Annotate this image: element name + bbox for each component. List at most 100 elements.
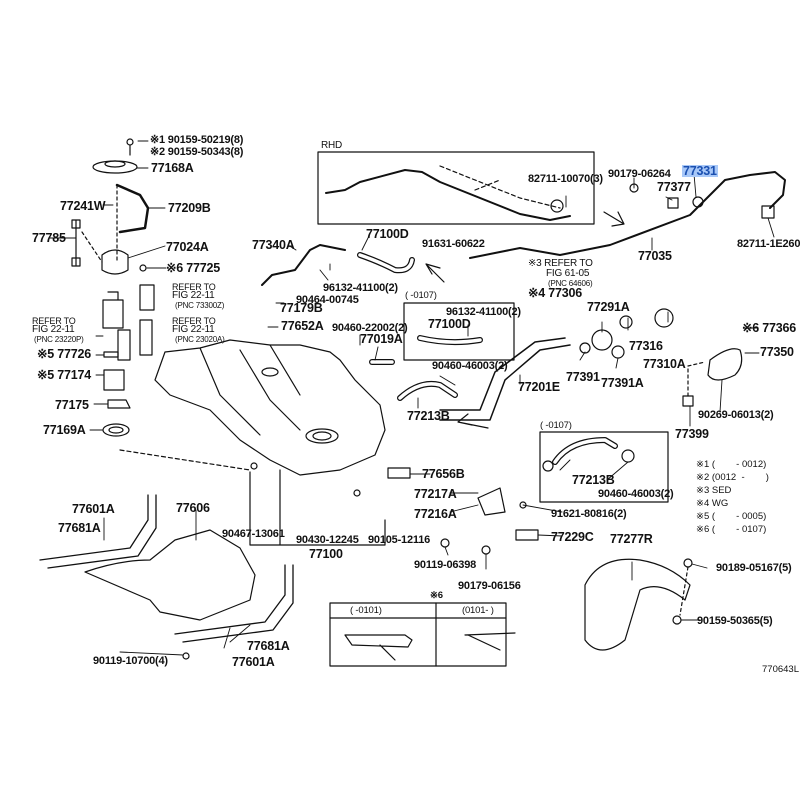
part-label-77229c[interactable]: 77229C xyxy=(551,530,594,544)
leader-77100 xyxy=(249,469,386,546)
part-label-bolt-2[interactable]: ※2 90159-50343(8) xyxy=(150,146,244,158)
part-label-77277r[interactable]: 77277R xyxy=(610,532,653,546)
part-label-77399[interactable]: 77399 xyxy=(675,427,709,441)
part-label-77201e[interactable]: 77201E xyxy=(518,380,560,394)
part-label-77310a[interactable]: 77310A xyxy=(643,357,686,371)
tank-pump-opening xyxy=(305,428,339,444)
footnote: ※5 ( - 0005) xyxy=(696,511,767,522)
refer-note-23020a-fig[interactable]: FIG 22-11 xyxy=(172,324,215,335)
part-label-77179b[interactable]: 77179B xyxy=(280,301,323,315)
bolt-icon xyxy=(126,138,134,146)
part-label-77331-highlighted[interactable]: 77331 xyxy=(682,164,718,178)
inset-period-2: ( -0107) xyxy=(540,420,572,431)
part-label-77213b-inset[interactable]: 77213B xyxy=(572,473,615,487)
part-label-77100d-inset[interactable]: 77100D xyxy=(428,317,471,331)
part-label-77174[interactable]: ※5 77174 xyxy=(37,368,92,382)
part-label-90159-50365[interactable]: 90159-50365(5) xyxy=(697,615,773,627)
part-label-77168a[interactable]: 77168A xyxy=(151,161,194,175)
fuel-line-77035 xyxy=(469,171,786,259)
part-label-77391[interactable]: 77391 xyxy=(566,370,600,384)
gasket-77169a xyxy=(102,423,130,437)
part-label-77209b[interactable]: 77209B xyxy=(168,201,211,215)
part-label-91631[interactable]: 91631-60622 xyxy=(422,238,485,250)
part-label-96132-a[interactable]: 96132-41100(2) xyxy=(323,282,398,294)
part-label-77601a-top[interactable]: 77601A xyxy=(72,502,115,516)
part-label-96132-b[interactable]: 96132-41100(2) xyxy=(446,306,521,318)
arrow-right xyxy=(603,211,625,227)
part-label-90269[interactable]: 90269-06013(2) xyxy=(698,409,774,421)
part-label-77035[interactable]: 77035 xyxy=(638,249,672,263)
part-label-77316[interactable]: 77316 xyxy=(629,339,663,353)
refer-note-73300z-pnc: (PNC 73300Z) xyxy=(175,301,225,310)
part-label-77217a[interactable]: 77217A xyxy=(414,487,457,501)
refer-note-73300z-fig[interactable]: FIG 22-11 xyxy=(172,290,215,301)
part-label-90119-10700[interactable]: 90119-10700(4) xyxy=(93,655,168,667)
part-label-77241w[interactable]: 77241W xyxy=(60,199,106,213)
footnote: ※2 (0012 - ) xyxy=(696,472,769,483)
part-label-77785[interactable]: 77785 xyxy=(32,231,66,245)
footnote: ※6 ( - 0107) xyxy=(696,524,767,535)
part-label-90179-06156[interactable]: 90179-06156 xyxy=(458,580,521,592)
part-label-90464[interactable]: 90464-00745 xyxy=(296,294,359,306)
part-label-90189[interactable]: 90189-05167(5) xyxy=(716,562,792,574)
part-label-77019a[interactable]: 77019A xyxy=(360,332,403,346)
pump-filter xyxy=(102,291,124,329)
rhd-dash xyxy=(439,165,561,209)
part-label-77652a[interactable]: 77652A xyxy=(281,319,324,333)
part-label-77216a[interactable]: 77216A xyxy=(414,507,457,521)
part-label-77306[interactable]: ※4 77306 xyxy=(528,286,583,300)
part-label-77100[interactable]: 77100 xyxy=(309,547,343,561)
part-label-82711-10070[interactable]: 82711-10070(3) xyxy=(528,173,603,185)
refer-note-23020a: REFER TO xyxy=(172,316,216,326)
refer-note-64606[interactable]: ※3 REFER TO xyxy=(528,258,593,269)
part-label-77391a[interactable]: 77391A xyxy=(601,376,644,390)
part-label-77024a[interactable]: 77024A xyxy=(166,240,209,254)
part-label-90430[interactable]: 90430-12245 xyxy=(296,534,359,546)
part-label-90460-b[interactable]: 90460-46003(2) xyxy=(432,360,508,372)
hinge-77399 xyxy=(682,395,694,407)
part-label-90105[interactable]: 90105-12116 xyxy=(368,534,431,546)
refer-note-23020a-pnc: (PNC 23020A) xyxy=(175,335,225,344)
part-label-77340a[interactable]: 77340A xyxy=(252,238,295,252)
part-label-77377[interactable]: 77377 xyxy=(657,180,691,194)
part-label-90460-a[interactable]: 90460-22002(2) xyxy=(332,322,408,334)
clip-77726 xyxy=(103,351,119,358)
part-label-77681a-top[interactable]: 77681A xyxy=(58,521,101,535)
part-label-77291a[interactable]: 77291A xyxy=(587,300,630,314)
part-label-77100d[interactable]: 77100D xyxy=(366,227,409,241)
arrow-left-2 xyxy=(457,413,489,429)
part-label-77656b[interactable]: 77656B xyxy=(422,467,465,481)
part-label-77725[interactable]: ※6 77725 xyxy=(166,261,221,275)
footnote: ※1 ( - 0012) xyxy=(696,459,767,470)
part-label-77169a[interactable]: 77169A xyxy=(43,423,86,437)
part-label-77175[interactable]: 77175 xyxy=(55,398,89,412)
part-label-82711-1e260[interactable]: 82711-1E260 xyxy=(737,238,800,250)
arrow-left xyxy=(425,263,445,283)
part-label-91621[interactable]: 91621-80816(2) xyxy=(551,508,627,520)
figure-id: 770643L xyxy=(762,664,799,675)
part-label-77726[interactable]: ※5 77726 xyxy=(37,347,92,361)
filler-pipe-77201e xyxy=(439,337,571,421)
part-label-90179-06264[interactable]: 90179-06264 xyxy=(608,168,671,180)
part-label-77366[interactable]: ※6 77366 xyxy=(742,321,797,335)
part-label-90460-c[interactable]: 90460-46003(2) xyxy=(598,488,674,500)
refer-note-23220p-fig[interactable]: FIG 22-11 xyxy=(32,324,75,335)
bracket-77174 xyxy=(103,369,125,391)
variant-box xyxy=(329,602,507,667)
refer-note-64606-fig[interactable]: FIG 61-05 xyxy=(546,268,590,279)
gauge-module xyxy=(117,284,155,361)
filler-neck-77291a xyxy=(591,329,613,351)
part-label-90467[interactable]: 90467-13061 xyxy=(222,528,285,540)
variant-box-label: ※6 xyxy=(430,590,443,601)
part-label-77601a-bot[interactable]: 77601A xyxy=(232,655,275,669)
part-label-77213b[interactable]: 77213B xyxy=(407,409,450,423)
part-label-77606[interactable]: 77606 xyxy=(176,501,210,515)
part-label-90119-06398[interactable]: 90119-06398 xyxy=(414,559,477,571)
clamp-82711 xyxy=(550,199,564,213)
rhd-label: RHD xyxy=(321,140,343,151)
part-label-77681a-bot[interactable]: 77681A xyxy=(247,639,290,653)
part-label-77350[interactable]: 77350 xyxy=(760,345,794,359)
part-label-bolt-1[interactable]: ※1 90159-50219(8) xyxy=(150,134,244,146)
refer-note-23220p-pnc: (PNC 23220P) xyxy=(34,335,84,344)
float-arm xyxy=(71,219,81,267)
